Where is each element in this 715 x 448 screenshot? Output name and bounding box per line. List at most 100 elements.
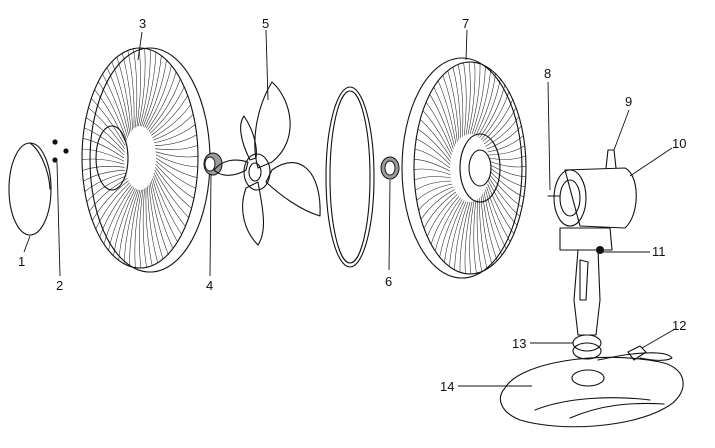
grille-wire [465, 61, 471, 135]
grille-wire [103, 186, 133, 245]
label-1: 1 [18, 254, 25, 269]
grille-wire [487, 135, 524, 153]
label-7: 7 [462, 16, 469, 31]
grille-wire [145, 65, 172, 129]
grille-wire [111, 61, 131, 134]
label-3: 3 [139, 16, 146, 31]
grille-wire [467, 62, 476, 135]
label-14: 14 [440, 379, 454, 394]
sealing-ring [325, 86, 375, 268]
grille-wire [98, 81, 127, 141]
grille-wire [434, 197, 461, 252]
grille-wire [139, 49, 151, 127]
motor-assembly [547, 149, 637, 360]
part-14-base [499, 356, 684, 428]
grille-wire [138, 48, 146, 127]
label-13: 13 [512, 336, 526, 351]
grille-wire [148, 78, 181, 132]
grille-wire [417, 128, 451, 162]
grille-wire [116, 57, 132, 132]
label-5: 5 [262, 16, 269, 31]
grille-wire [483, 107, 517, 145]
grille-wire [84, 172, 126, 192]
grille-wire [86, 175, 127, 202]
part-1-badge-cover [8, 142, 52, 236]
grille-wire [153, 114, 194, 141]
part-3-front-grille [81, 47, 211, 273]
label-8: 8 [544, 66, 551, 81]
grille-wire [108, 187, 135, 251]
grille-wire [452, 67, 461, 139]
grille-wire [489, 164, 526, 177]
grille-wire [154, 170, 189, 218]
grille-wire [480, 196, 493, 266]
grille-wire [150, 86, 185, 134]
grille-wire [151, 180, 174, 249]
grille-wire [154, 124, 196, 144]
leader-lines [23, 29, 676, 387]
grille-wire [147, 186, 158, 263]
label-2: 2 [56, 278, 63, 293]
grille-wire [415, 180, 452, 191]
grille-wire [449, 201, 467, 267]
grille-wire [476, 199, 483, 272]
grille-wire [95, 182, 130, 230]
grille-wire [92, 180, 129, 221]
label-9: 9 [625, 94, 632, 109]
grille-wire [489, 171, 524, 198]
grille-wire [471, 66, 486, 135]
grille-wire [123, 189, 139, 264]
part-5-fan-blade [213, 81, 321, 246]
grille-wire [153, 172, 186, 227]
label-10: 10 [672, 136, 686, 151]
grille-wire [152, 178, 178, 243]
grille-wire [437, 80, 457, 145]
grille-wire [147, 71, 177, 130]
grille-wire [416, 138, 451, 165]
grille-wire [144, 60, 167, 128]
grille-wire [139, 189, 144, 269]
grille-wire [155, 151, 199, 158]
grille-wire [145, 187, 153, 266]
grille-wire [149, 182, 169, 255]
grille-wire [427, 194, 458, 237]
grille-wire [414, 148, 451, 169]
grille-wire [489, 174, 523, 208]
grille-wire [91, 98, 126, 146]
grille-wire [479, 197, 488, 269]
grille-wire [155, 160, 196, 189]
grille-wire [155, 167, 192, 209]
part-12-power-cord [597, 345, 673, 361]
grille-wire [473, 69, 491, 135]
grille-wire [489, 155, 526, 160]
grille-wire [84, 127, 125, 156]
grille-wire [88, 107, 125, 149]
grille-wire [469, 201, 475, 275]
grille-wire [430, 196, 460, 245]
grille-wire [489, 167, 526, 188]
label-4: 4 [206, 278, 213, 293]
grille-wire [141, 52, 157, 127]
grille-wire [155, 164, 195, 199]
grille-wire [442, 75, 458, 142]
grille-wire [151, 95, 188, 136]
grille-wire [85, 117, 125, 152]
grille-wire [444, 200, 465, 263]
grille-wire [485, 189, 507, 249]
grille-wire [420, 119, 452, 159]
part-labels: 1 2 3 4 5 6 7 8 9 10 11 12 13 14 [18, 16, 686, 394]
grille-wire [413, 168, 451, 175]
grille-wire [422, 110, 452, 156]
grille-wire [82, 148, 125, 162]
grille-wire [488, 145, 525, 156]
grille-wire [489, 161, 527, 168]
grille-wire [483, 191, 503, 256]
grille-wire [485, 116, 520, 147]
grille-wire [463, 62, 467, 136]
grille-wire [464, 201, 473, 274]
grille-wire [133, 48, 138, 128]
grille-wire [447, 70, 460, 140]
grille-wire [439, 199, 463, 258]
part-2-screws [52, 139, 69, 163]
